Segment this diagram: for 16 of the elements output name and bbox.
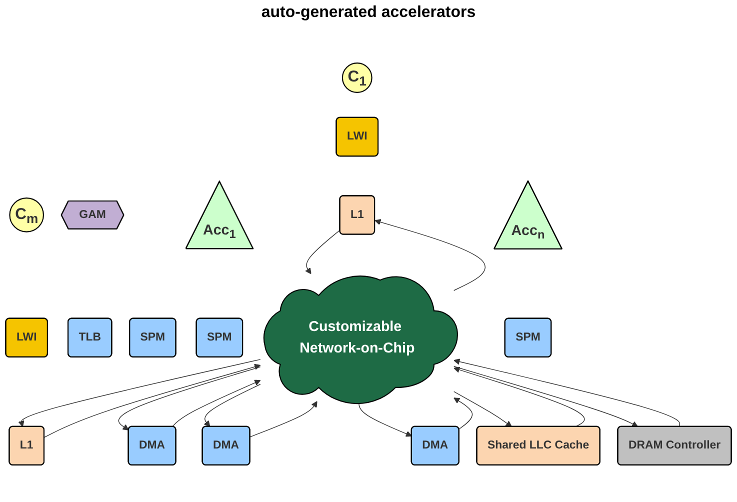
arrow [18,359,261,427]
arrow [44,364,261,438]
region-heading: auto-generated accelerators [261,4,476,21]
arrow [250,401,318,438]
node-circle: C$_{m}$ [9,198,44,232]
arrow [204,384,261,427]
arrow [374,219,486,291]
arrow [454,358,680,428]
arrow [454,391,512,427]
arrow [454,366,638,427]
arrow [172,380,261,428]
arrow [118,366,261,430]
arrow [305,230,340,274]
node-circle: C$_{1}$ [342,62,372,93]
arrow [454,366,585,428]
arrow [454,398,473,430]
